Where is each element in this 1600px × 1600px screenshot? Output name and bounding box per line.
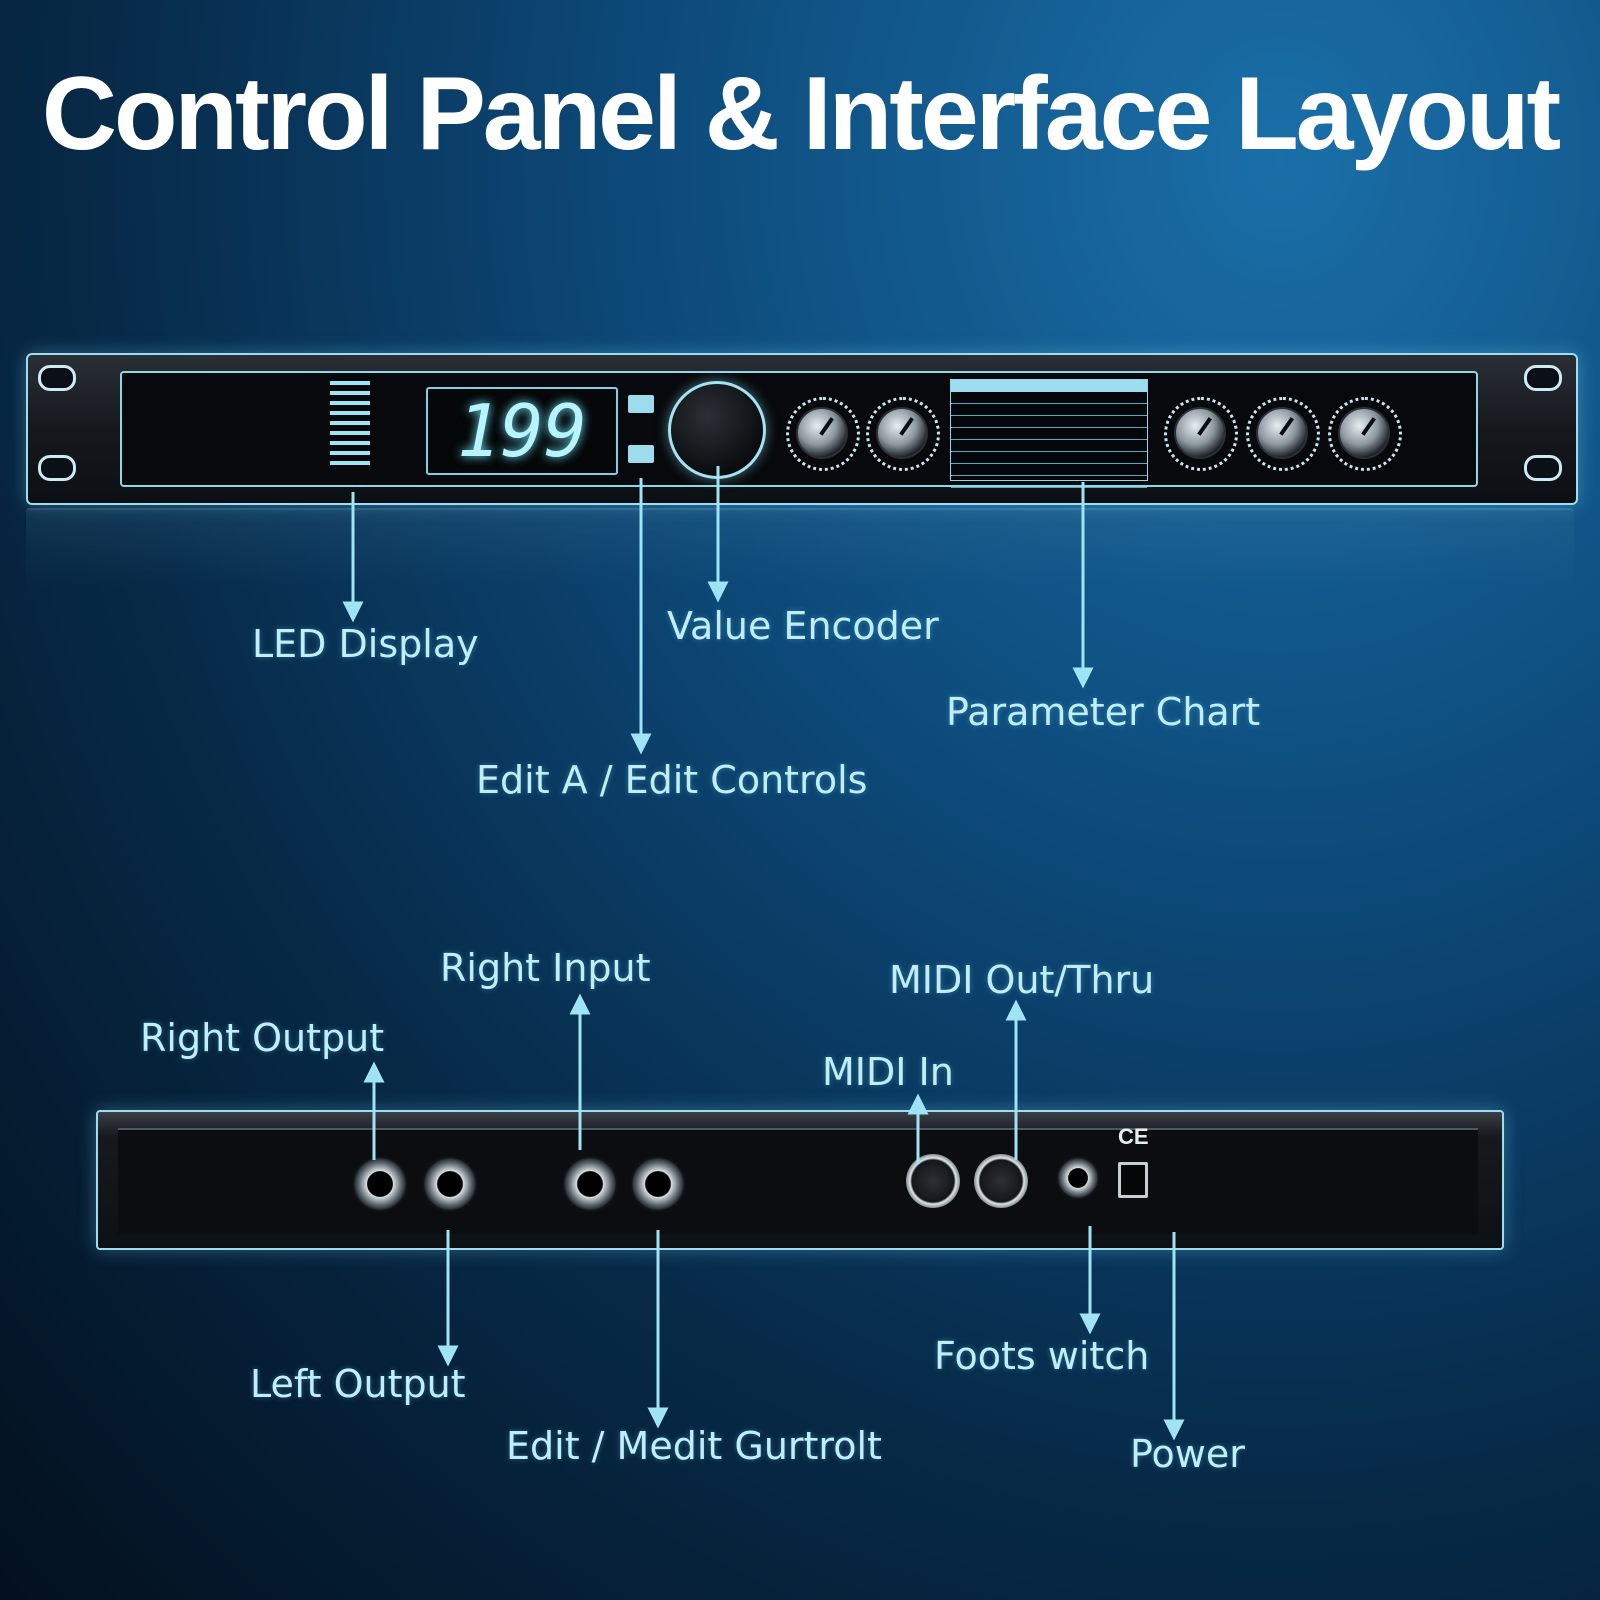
rack-ear-hole (38, 365, 76, 391)
parameter-chart-label: Parameter Chart (946, 690, 1261, 734)
left-output-label: Left Output (250, 1362, 466, 1406)
right-output-jack[interactable] (352, 1156, 408, 1212)
knob-ring (1246, 397, 1320, 471)
parameter-knob-4[interactable] (1256, 407, 1308, 459)
edit-b-button[interactable] (628, 445, 654, 463)
value-encoder-knob[interactable] (668, 381, 766, 479)
left-output-jack[interactable] (422, 1156, 478, 1212)
knob-ring (1328, 397, 1402, 471)
footswitch-label: Foots witch (934, 1334, 1150, 1378)
midi-out-thru-label: MIDI Out/Thru (889, 958, 1155, 1002)
edit-medit-label: Edit / Medit Gurtrolt (506, 1424, 882, 1468)
parameter-chart (950, 379, 1148, 488)
midi-in-label: MIDI In (822, 1050, 954, 1094)
left-input-jack[interactable] (562, 1156, 618, 1212)
parameter-knob-1[interactable] (796, 407, 848, 459)
power-connector[interactable] (1118, 1162, 1148, 1198)
front-panel-unit: 199 (26, 353, 1578, 505)
led-display-label: LED Display (252, 622, 479, 666)
right-input-jack[interactable] (630, 1156, 686, 1212)
value-encoder-label: Value Encoder (667, 604, 939, 648)
page-title: Control Panel & Interface Layout (41, 56, 1561, 172)
rear-face-plate: CE (118, 1124, 1478, 1234)
edit-controls-label: Edit A / Edit Controls (476, 758, 868, 802)
led-display: 199 (426, 387, 618, 475)
rear-panel-unit: CE (96, 1110, 1504, 1250)
ce-mark: CE (1118, 1124, 1149, 1149)
level-meter (330, 381, 370, 471)
right-output-label: Right Output (140, 1016, 385, 1060)
parameter-knob-2[interactable] (876, 407, 928, 459)
front-face-plate: 199 (120, 371, 1478, 488)
edit-a-button[interactable] (628, 395, 654, 413)
midi-in-port[interactable] (906, 1154, 960, 1208)
parameter-knob-5[interactable] (1338, 407, 1390, 459)
knob-ring (786, 397, 860, 471)
midi-out-thru-port[interactable] (974, 1154, 1028, 1208)
right-input-label: Right Input (440, 946, 651, 990)
led-display-value: 199 (456, 389, 588, 473)
front-panel-reflection (26, 508, 1574, 590)
rack-ear-hole (1524, 455, 1562, 481)
rack-ear-hole (38, 455, 76, 481)
footswitch-jack[interactable] (1056, 1156, 1100, 1200)
knob-ring (1164, 397, 1238, 471)
parameter-knob-3[interactable] (1174, 407, 1226, 459)
rack-ear-hole (1524, 365, 1562, 391)
knob-ring (866, 397, 940, 471)
power-label: Power (1130, 1432, 1245, 1476)
